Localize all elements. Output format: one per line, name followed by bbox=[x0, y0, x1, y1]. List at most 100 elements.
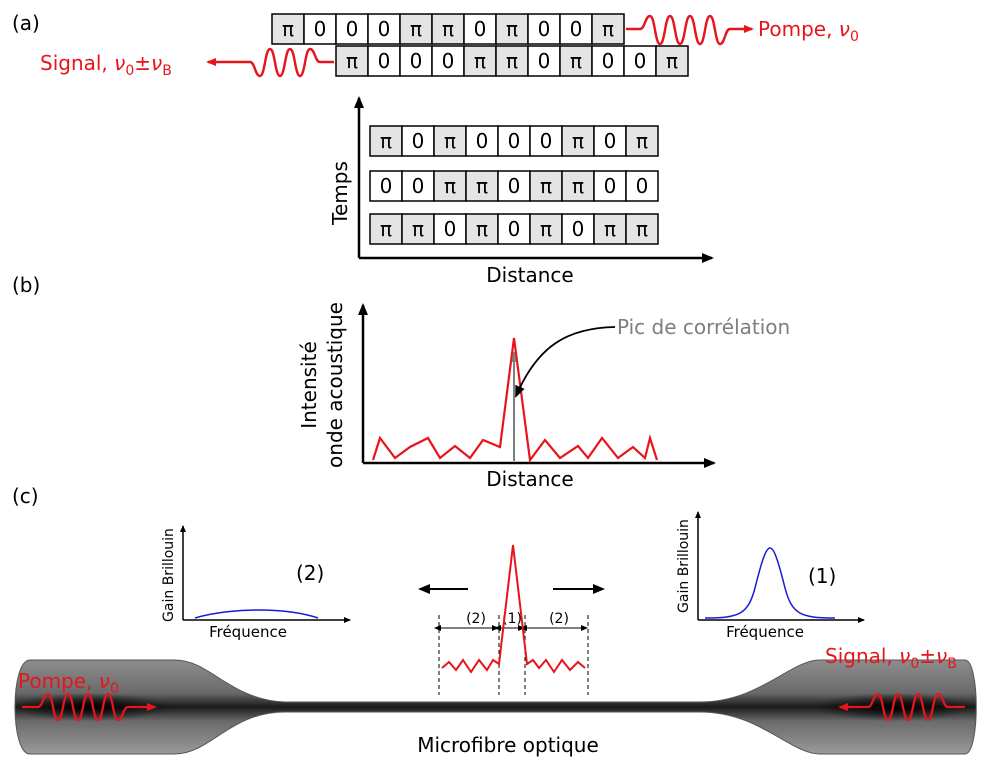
distance-axis-label-a: Distance bbox=[486, 263, 573, 287]
phase-cell: 0 bbox=[527, 13, 561, 45]
annotation-arrow bbox=[515, 326, 616, 398]
phase-cell-box bbox=[527, 13, 561, 45]
phase-cell-box bbox=[593, 170, 627, 202]
phase-cell-value: π bbox=[604, 217, 616, 241]
phase-cell-value: π bbox=[602, 17, 614, 41]
right-gain-tag: (1) bbox=[808, 564, 836, 588]
phase-cell-value: 0 bbox=[378, 17, 391, 41]
phase-cell-value: 0 bbox=[380, 174, 393, 198]
left-gain-plot: Gain Brillouin Fréquence (2) bbox=[161, 525, 351, 641]
phase-cell-value: 0 bbox=[508, 217, 521, 241]
phase-cell-box bbox=[303, 13, 337, 45]
right-gain-plot: Gain Brillouin Fréquence (1) bbox=[676, 511, 865, 641]
fiber-pump-label: Pompe, ν0 bbox=[18, 669, 119, 697]
phase-cell-box bbox=[625, 213, 659, 245]
phase-cell: 0 bbox=[623, 45, 657, 77]
phase-cell-value: π bbox=[506, 17, 518, 41]
phase-cell: 0 bbox=[303, 13, 337, 45]
phase-cell-value: 0 bbox=[538, 49, 551, 73]
phase-cell-value: π bbox=[540, 174, 552, 198]
phase-cell-value: 0 bbox=[410, 49, 423, 73]
phase-cell-box bbox=[335, 45, 369, 77]
microfibre bbox=[14, 659, 977, 755]
phase-cell: π bbox=[495, 13, 529, 45]
panel-label-c: (c) bbox=[12, 484, 39, 508]
fiber-signal-wave bbox=[838, 692, 965, 722]
phase-cell-box bbox=[399, 13, 433, 45]
phase-cell-value: 0 bbox=[636, 174, 649, 198]
phase-cell: 0 bbox=[367, 13, 401, 45]
phase-cell: π bbox=[655, 45, 689, 77]
phase-cell-value: π bbox=[444, 174, 456, 198]
phase-cell-box bbox=[369, 170, 403, 202]
phase-cell-value: 0 bbox=[476, 129, 489, 153]
phase-cell-value: π bbox=[346, 49, 358, 73]
phase-cell-value: π bbox=[540, 217, 552, 241]
phase-cell-box bbox=[497, 170, 531, 202]
phase-cell-value: π bbox=[506, 49, 518, 73]
phase-cell-value: 0 bbox=[314, 17, 327, 41]
phase-cell: π bbox=[625, 125, 659, 157]
phase-cell-box bbox=[591, 13, 625, 45]
panel-label-a: (a) bbox=[12, 11, 40, 35]
fiber-pump-wave bbox=[22, 692, 157, 722]
phase-cell: 0 bbox=[529, 125, 563, 157]
phase-cell-value: π bbox=[412, 217, 424, 241]
signal-label: Signal, ν0±νB bbox=[40, 51, 172, 79]
region-tag-center: (1) bbox=[502, 611, 522, 627]
phase-cell: 0 bbox=[401, 170, 435, 202]
phase-cell-value: 0 bbox=[570, 17, 583, 41]
phase-cell-value: 0 bbox=[538, 17, 551, 41]
phase-cell: 0 bbox=[559, 13, 593, 45]
phase-cell-value: π bbox=[282, 17, 294, 41]
phase-cell-box bbox=[561, 170, 595, 202]
left-fiber-core bbox=[10, 693, 170, 721]
phase-cell-box bbox=[625, 170, 659, 202]
distance-axis-label-b: Distance bbox=[486, 467, 573, 491]
phase-cell-box bbox=[495, 45, 529, 77]
phase-cell-value: 0 bbox=[442, 49, 455, 73]
phase-cell-box bbox=[335, 13, 369, 45]
phase-cell: π bbox=[271, 13, 305, 45]
phase-cell: π bbox=[399, 13, 433, 45]
left-gain-tag: (2) bbox=[296, 561, 324, 585]
peak-trace-c bbox=[441, 544, 586, 674]
phase-cell-box bbox=[369, 125, 403, 157]
phase-cell-box bbox=[369, 213, 403, 245]
phase-cell: π bbox=[369, 213, 403, 245]
phase-cell-box bbox=[465, 213, 499, 245]
phase-cell-value: 0 bbox=[604, 174, 617, 198]
region-tag-right: (2) bbox=[549, 611, 569, 627]
intensity-label-line2: onde acoustique bbox=[323, 302, 347, 468]
phase-cell-box bbox=[625, 125, 659, 157]
phase-cell-box bbox=[497, 125, 531, 157]
right-gain-ylabel: Gain Brillouin bbox=[676, 519, 692, 613]
phase-cell-value: 0 bbox=[508, 174, 521, 198]
phase-cell: π bbox=[431, 13, 465, 45]
peak-marker-arrowhead bbox=[511, 351, 517, 363]
phase-cell: 0 bbox=[367, 45, 401, 77]
phase-cell-value: 0 bbox=[508, 129, 521, 153]
phase-cell-value: π bbox=[410, 17, 422, 41]
phase-cell-box bbox=[401, 170, 435, 202]
phase-cell-box bbox=[463, 45, 497, 77]
region-tag-left: (2) bbox=[466, 611, 486, 627]
phase-cell-value: 0 bbox=[444, 217, 457, 241]
right-gain-curve bbox=[704, 547, 836, 619]
phase-cell-value: 0 bbox=[346, 17, 359, 41]
correlation-peak-label: Pic de corrélation bbox=[617, 315, 790, 339]
phase-cell: 0 bbox=[593, 170, 627, 202]
pump-label: Pompe, ν0 bbox=[758, 17, 859, 45]
phase-cell: π bbox=[529, 213, 563, 245]
fiber-signal-label: Signal, ν0±νB bbox=[825, 644, 957, 672]
intensity-label-line1: Intensité bbox=[297, 341, 321, 429]
phase-cell-box bbox=[559, 45, 593, 77]
phase-cell: 0 bbox=[591, 45, 625, 77]
phase-cell: 0 bbox=[497, 125, 531, 157]
